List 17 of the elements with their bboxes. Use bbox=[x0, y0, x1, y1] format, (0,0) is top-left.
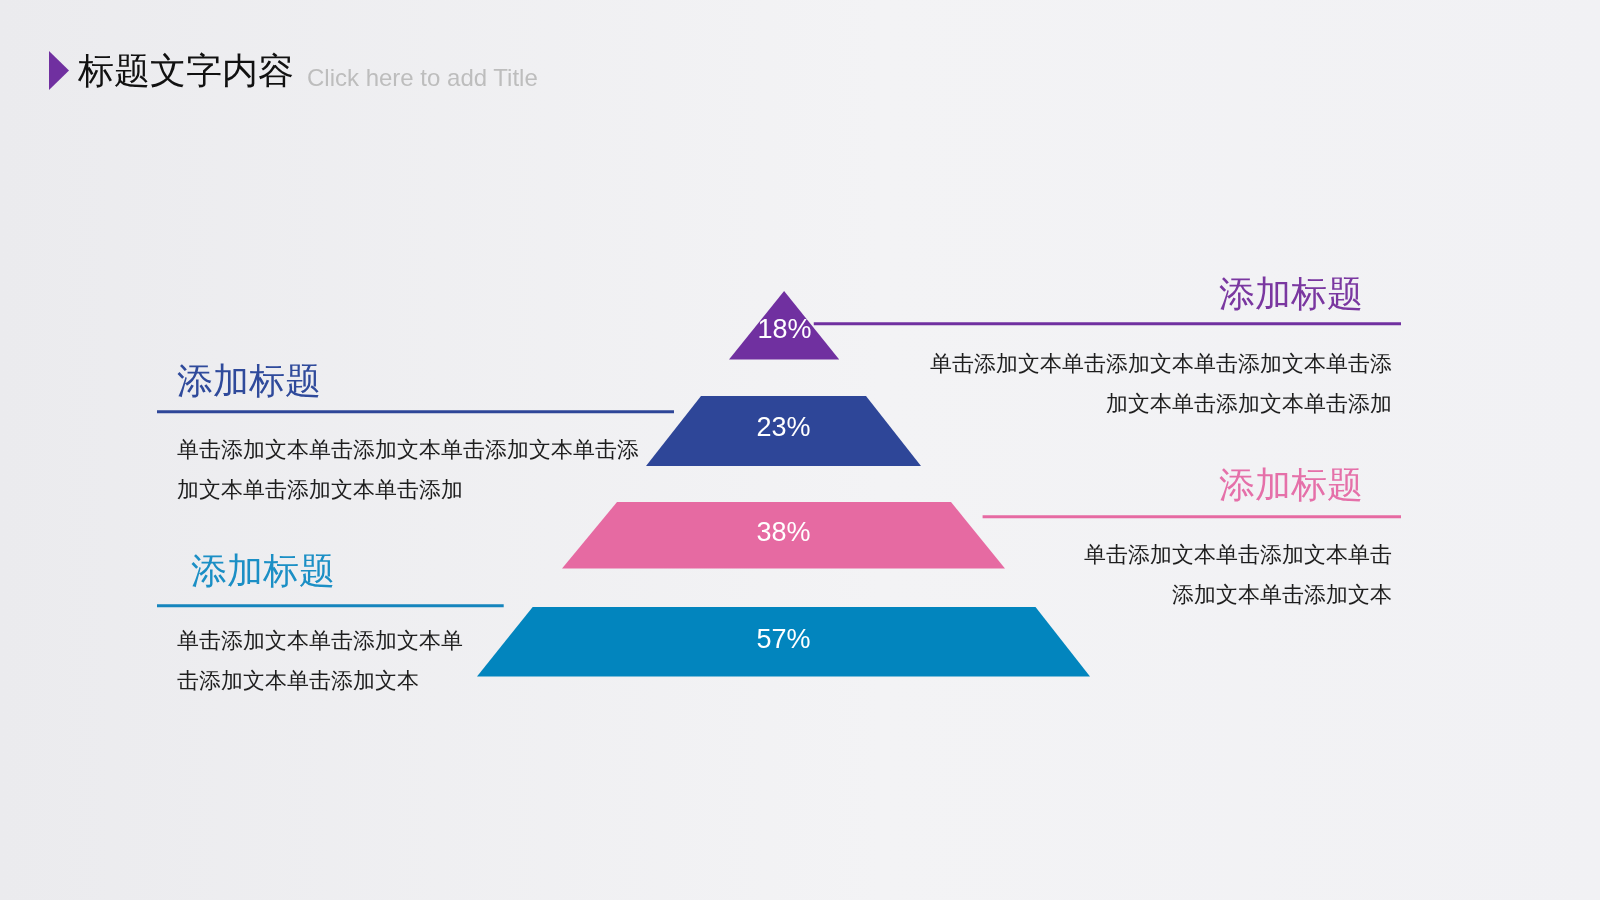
body-text: 单击添加文本单击添加文本单击添加文本单击添加文本单击添加文本单击添加 bbox=[176, 435, 640, 504]
leader-line bbox=[982, 515, 1401, 519]
body-text: 单击添加文本单击添加文本单击添加文本单击添加文本 bbox=[176, 626, 464, 695]
percent-label: 57% bbox=[755, 625, 812, 653]
body-text: 单击添加文本单击添加文本单击添加文本单击添加文本单击添加文本单击添加 bbox=[929, 350, 1392, 418]
percent-label: 18% bbox=[756, 315, 813, 343]
leader-line bbox=[157, 410, 674, 414]
leader-line bbox=[157, 604, 504, 608]
heading: 添加标题 bbox=[1219, 276, 1363, 312]
heading: 添加标题 bbox=[191, 553, 335, 589]
leader-line bbox=[813, 322, 1401, 326]
percent-label: 23% bbox=[755, 413, 812, 441]
body-text: 单击添加文本单击添加文本单击添加文本单击添加文本 bbox=[1083, 540, 1392, 609]
title: 标题文字内容 bbox=[78, 53, 294, 89]
percent-label: 38% bbox=[755, 519, 812, 547]
heading: 添加标题 bbox=[177, 363, 321, 399]
heading: 添加标题 bbox=[1219, 467, 1363, 503]
